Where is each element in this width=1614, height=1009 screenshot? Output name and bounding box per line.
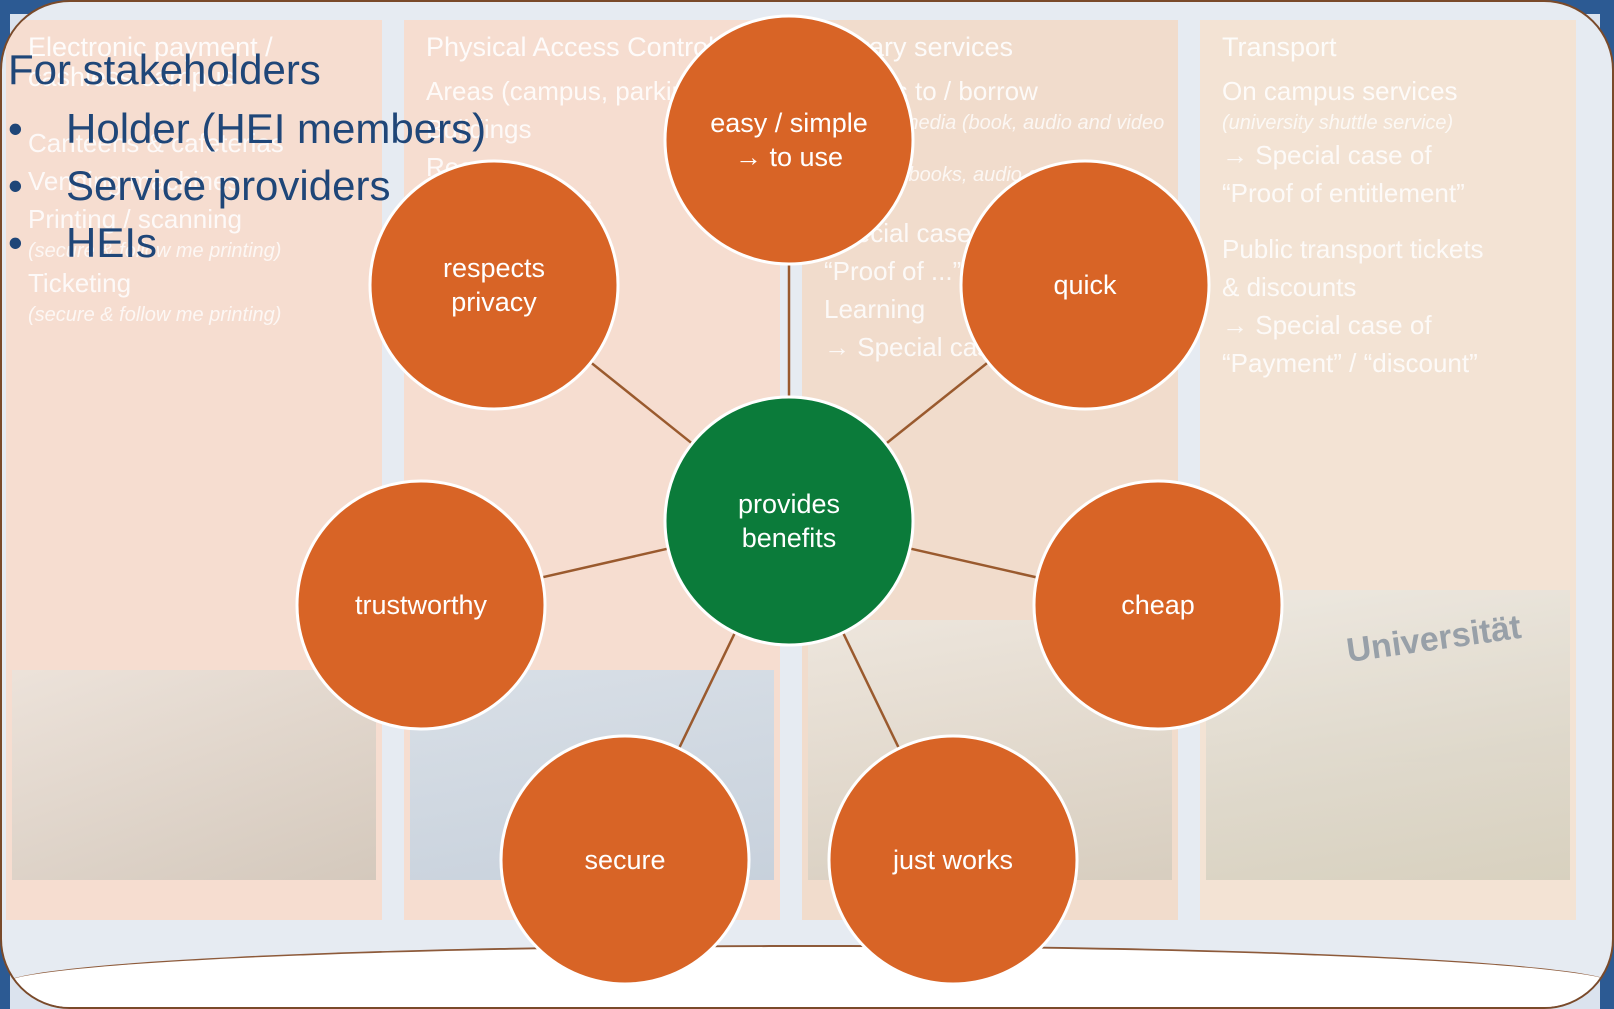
node-circle bbox=[1032, 479, 1284, 731]
benefit-node-label: respects bbox=[443, 253, 545, 283]
benefit-node-label: easy / simple bbox=[710, 108, 868, 138]
column-heading: Transport bbox=[1222, 32, 1337, 62]
center-node: provides benefits bbox=[663, 395, 915, 647]
bullet: • bbox=[8, 162, 23, 209]
column-payment: Electronic payment / cashless campus Can… bbox=[6, 20, 382, 920]
list-item: • HEIs bbox=[8, 214, 486, 271]
list-item: • Service providers bbox=[8, 157, 486, 214]
column-transport: Transport On campus services (university… bbox=[1200, 20, 1576, 920]
benefit-node-just-works: just works bbox=[827, 734, 1079, 986]
benefit-node-secure: secure bbox=[499, 734, 751, 986]
stakeholders-title: For stakeholders bbox=[8, 46, 321, 93]
list-item: Areas (campus, parking) bbox=[426, 76, 710, 106]
list-item: “Payment” / “discount” bbox=[1222, 348, 1478, 378]
bullet: • bbox=[8, 219, 23, 266]
node-circle bbox=[368, 159, 620, 411]
stakeholder-label: HEIs bbox=[66, 219, 158, 266]
center-node-label: provides bbox=[738, 489, 840, 519]
list-item: Public transport tickets bbox=[1222, 234, 1484, 264]
stakeholder-label: Service providers bbox=[66, 162, 391, 209]
column-items: Canteens & cafeterias Vending machines P… bbox=[28, 124, 284, 328]
list-item: • Holder (HEI members) bbox=[8, 100, 486, 157]
stakeholder-label: Holder (HEI members) bbox=[66, 105, 487, 152]
benefit-node-label: cheap bbox=[1121, 590, 1195, 620]
list-item: Printing / scanning bbox=[28, 204, 242, 234]
list-item: “Proof of entitlement” bbox=[1222, 178, 1465, 208]
benefit-node-label: → to use bbox=[735, 142, 843, 172]
benefit-node-respects-privacy: respects privacy bbox=[368, 159, 620, 411]
node-circle bbox=[663, 14, 915, 266]
stakeholders-list: • Holder (HEI members) • Service providers… bbox=[8, 100, 486, 271]
bullet: • bbox=[8, 105, 23, 152]
benefit-node-quick: quick bbox=[959, 159, 1211, 411]
benefit-node-label: quick bbox=[1053, 270, 1117, 300]
benefit-node-trustworthy: trustworthy bbox=[295, 479, 547, 731]
column-items: On campus services (university shuttle s… bbox=[1222, 72, 1484, 382]
node-circle bbox=[295, 479, 547, 731]
list-item: → Special case of bbox=[1222, 140, 1432, 170]
list-item: Learning bbox=[824, 294, 926, 324]
canteen-photo bbox=[12, 670, 376, 880]
node-circle bbox=[959, 159, 1211, 411]
column-heading: Physical Access Control bbox=[426, 32, 715, 62]
benefit-node-label: trustworthy bbox=[355, 590, 488, 620]
benefit-node-label: just works bbox=[892, 845, 1013, 875]
list-item: “Proof of ...” bbox=[824, 256, 962, 286]
slide-bottom-curve bbox=[2, 945, 1612, 1007]
list-item: Buildings bbox=[426, 114, 532, 144]
benefit-node-label: privacy bbox=[451, 287, 537, 317]
list-item: On campus services bbox=[1222, 76, 1458, 106]
node-circle bbox=[499, 734, 751, 986]
list-item: Ticketing bbox=[28, 268, 132, 298]
node-circle bbox=[827, 734, 1079, 986]
center-node-label: benefits bbox=[742, 523, 837, 553]
column-heading: Electronic payment / cashless campus bbox=[28, 32, 273, 92]
list-item: & discounts bbox=[1222, 272, 1357, 302]
benefit-node-label: secure bbox=[584, 845, 665, 875]
list-item: Vending machines bbox=[28, 166, 241, 196]
benefit-node-easy-simple: easy / simple → to use bbox=[663, 14, 915, 266]
benefit-node-cheap: cheap bbox=[1032, 479, 1284, 731]
list-item: (university shuttle service) bbox=[1222, 112, 1454, 134]
list-item: Canteens & cafeterias bbox=[28, 128, 284, 158]
list-item: (secure & follow me printing) bbox=[28, 304, 282, 326]
list-item: → Special case of bbox=[1222, 310, 1432, 340]
list-item: (secure & follow me printing) bbox=[28, 240, 282, 262]
center-circle bbox=[663, 395, 915, 647]
